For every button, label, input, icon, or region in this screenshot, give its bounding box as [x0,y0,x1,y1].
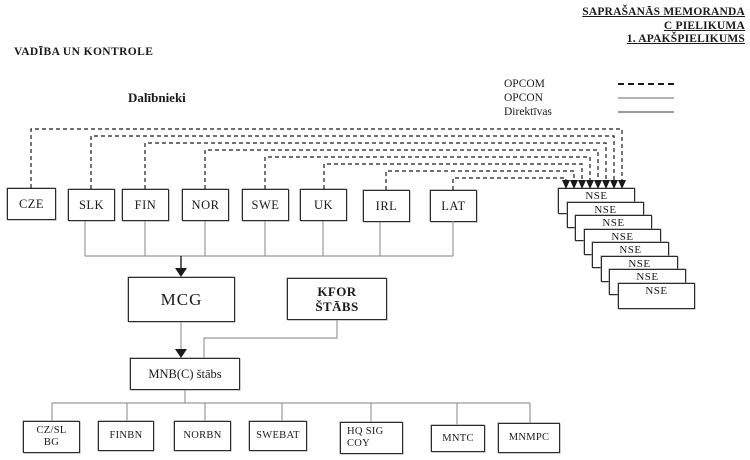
opcom-connector-fin [144,142,607,189]
unit-hqsig-line-2: COY [347,438,371,449]
unit-hqsig-line-1: HQ SIG [347,426,384,437]
unit-czsl-line-1: CZ/SL [36,425,67,436]
country-box-swe: SWE [242,189,289,221]
legend-label-opcom: OPCOM [504,78,545,90]
legend-solid-line-sample-2 [618,111,674,113]
kfor-hq-line-2: ŠTĀBS [315,299,359,314]
unit-czsl-line-2: BG [43,437,60,448]
country-box-irl: IRL [363,190,410,222]
arrowhead-mnb [175,349,187,358]
nse-box-8: NSE [618,283,695,309]
legend-item-opcon: OPCON [504,91,674,105]
opcom-connector-uk [323,163,583,189]
unit-box-czsl-bg: CZ/SL BG [23,421,80,453]
legend-dashed-line-sample [618,83,674,85]
opcom-connector-irl [385,170,575,190]
mnb-hq-box: MNB(C) štābs [130,358,240,390]
legend-label-opcon: OPCON [504,92,543,104]
unit-box-hq-sig-coy: HQ SIG COY [340,422,403,454]
arrowhead-mcg [175,268,187,277]
kfor-hq-line-1: KFOR [317,284,357,299]
opcom-connector-lat [452,177,567,190]
mcg-box: MCG [128,277,235,322]
page-title: VADĪBA UN KONTROLE [14,46,154,58]
country-box-nor: NOR [182,189,229,221]
kfor-to-mnb-elbow [203,320,338,358]
country-box-fin: FIN [122,189,169,221]
legend: OPCOM OPCON Direktīvas [504,77,674,119]
unit-box-swebat: SWEBAT [249,421,307,451]
opcom-connector-nor [204,149,599,189]
legend-item-opcom: OPCOM [504,77,674,91]
country-box-slk: SLK [68,189,115,221]
unit-box-mnmpc: MNMPC [498,423,560,453]
country-box-cze: CZE [7,188,56,220]
opcom-connector-cze [30,128,623,188]
legend-label-direktivas: Direktīvas [504,106,552,118]
country-box-lat: LAT [430,190,477,222]
country-box-uk: UK [300,189,347,221]
legend-item-direktivas: Direktīvas [504,105,674,119]
opcom-connector-swe [264,156,591,189]
kfor-hq-box: KFOR ŠTĀBS [287,278,387,320]
header-line-3: 1. APAKŠPIELIKUMS [626,33,745,45]
unit-box-finbn: FINBN [98,421,154,451]
opcom-connector-slk [90,135,615,189]
document-header: SAPRAŠANĀS MEMORANDA C PIELIKUMA 1. APAK… [582,6,745,47]
unit-box-norbn: NORBN [174,421,231,451]
participants-label: Dalībnieki [128,90,186,105]
legend-solid-line-sample [618,97,674,99]
header-line-1: SAPRAŠANĀS MEMORANDA [582,6,745,18]
unit-box-mntc: MNTC [431,425,485,452]
header-line-2: C PIELIKUMA [663,19,745,32]
